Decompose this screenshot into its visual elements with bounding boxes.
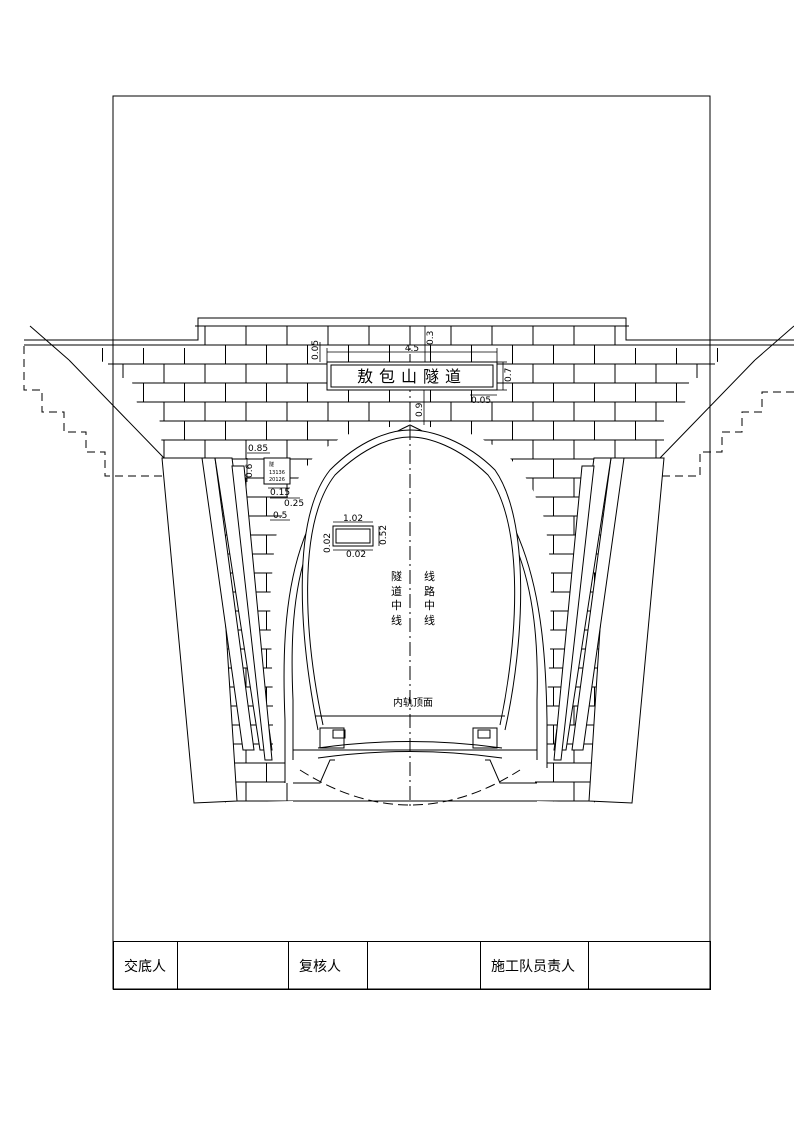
label-rc-3: 线 <box>424 613 435 627</box>
rail-top-label: 内轨顶面 <box>393 696 433 709</box>
plate-line2: 13136 <box>269 470 285 476</box>
portal-wall-outline <box>24 317 794 459</box>
route-centerline-label: 线 路 中 线 <box>424 569 435 627</box>
ground-line-left <box>23 346 190 477</box>
leader-label: 施工队员责人 <box>480 941 589 990</box>
sign-dimension-lines <box>319 326 507 425</box>
mileage-plate: 隧 13136 20126 <box>263 457 291 485</box>
handover-label: 交底人 <box>113 941 178 990</box>
dim-sign-top-gap: 0.3 <box>426 331 436 345</box>
dim-sign-left-gap: 0.05 <box>311 340 321 360</box>
review-label: 复核人 <box>288 941 368 990</box>
label-rc-1: 路 <box>424 585 435 598</box>
dim-crown-to-sign: 0.9 <box>415 402 425 417</box>
label-rc-0: 线 <box>424 569 435 583</box>
label-tc-0: 隧 <box>391 569 402 583</box>
plate-dimension-lines <box>246 452 300 521</box>
dim-sign-width: 4.5 <box>405 344 419 354</box>
dim-plate-height: 0.6 <box>245 463 255 478</box>
handover-field[interactable] <box>177 941 289 990</box>
dim-box-side: 0.02 <box>323 533 333 553</box>
dim-plate-width: 0.85 <box>248 444 268 454</box>
dim-box-width: 1.02 <box>343 514 363 524</box>
invert-arc <box>299 769 521 806</box>
signature-table: 交底人 复核人 施工队员责人 <box>113 941 711 990</box>
leader-field[interactable] <box>588 941 711 990</box>
track-base <box>293 715 537 784</box>
dim-plate-offset-b: 0.25 <box>284 499 304 509</box>
dim-box-bottom: 0.02 <box>346 550 366 560</box>
inner-box <box>332 521 380 551</box>
plate-line3: 20126 <box>269 477 285 483</box>
tunnel-name-plate: 敖包山隧道 <box>326 361 498 391</box>
dim-plate-offset-a: 0.15 <box>270 488 290 498</box>
right-wing-wall <box>553 457 665 804</box>
dim-box-height: 0.52 <box>379 525 389 545</box>
label-tc-3: 线 <box>391 613 402 627</box>
plate-line1: 隧 <box>269 461 274 468</box>
label-rc-2: 中 <box>424 599 435 612</box>
left-wing-wall <box>161 457 273 804</box>
tunnel-name: 敖包山隧道 <box>357 367 467 386</box>
dim-sign-bottom-gap: 0.05 <box>471 396 491 406</box>
label-tc-2: 中 <box>391 599 402 612</box>
dim-sign-height: 0.7 <box>504 368 514 382</box>
review-field[interactable] <box>367 941 481 990</box>
label-tc-1: 道 <box>391 584 402 598</box>
tunnel-centerline-label: 隧 道 中 线 <box>391 569 402 627</box>
dim-plate-offset-c: 0.5 <box>273 511 287 521</box>
ground-line-right <box>630 391 794 477</box>
